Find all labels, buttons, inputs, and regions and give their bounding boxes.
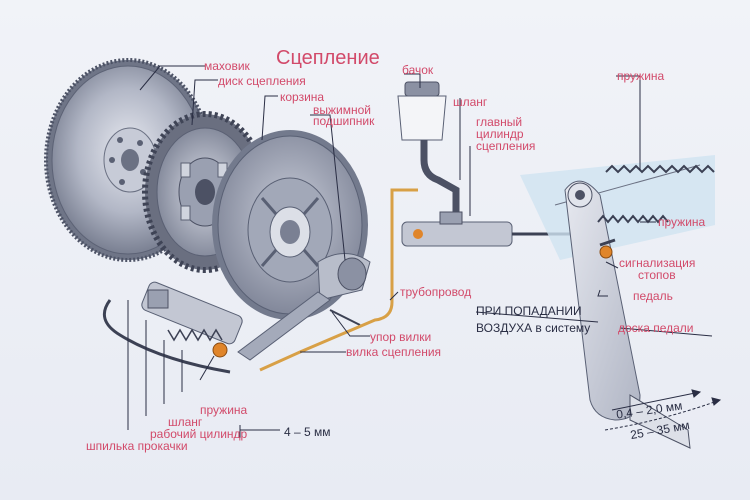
- label-pipeline: трубопровод: [400, 285, 472, 299]
- master-cylinder-part: [401, 211, 580, 247]
- label-spring-mid: пружина: [658, 215, 706, 229]
- label-fork: вилка сцепления: [346, 345, 442, 359]
- upper-spring: [605, 164, 715, 174]
- label-release-bearing-2: подшипник: [313, 114, 375, 128]
- leader-lines: [127, 65, 713, 430]
- label-hose-top: шланг: [453, 95, 488, 109]
- label-pedal-pad: доска педали: [618, 321, 694, 335]
- middle-spring: [597, 214, 669, 224]
- label-hose-low: шланг: [168, 415, 203, 429]
- label-signal-1: сигнализация: [619, 256, 696, 270]
- label-basket: корзина: [280, 90, 325, 104]
- label-master-cylinder-2: цилиндр: [476, 127, 524, 141]
- label-fork-stop: упор вилки: [370, 330, 432, 344]
- label-master-cylinder-3: сцепления: [476, 139, 536, 153]
- reservoir-part: [397, 81, 460, 216]
- diagram-title: Сцепление: [276, 47, 380, 69]
- label-air-2: ВОЗДУХА в систему: [476, 321, 591, 335]
- label-release-bearing-1: выжимной: [313, 103, 371, 117]
- label-pedal: педаль: [633, 289, 673, 303]
- label-air-1: ПРИ ПОПАДАНИИ: [476, 304, 582, 318]
- label-clutch-disc: диск сцепления: [218, 74, 306, 88]
- pedal-assembly-part: [520, 155, 715, 449]
- lower-hose: [102, 299, 231, 374]
- label-signal-2: стопов: [638, 268, 676, 282]
- label-slave-cylinder: рабочий цилиндр: [150, 427, 248, 441]
- label-master-cylinder-1: главный: [476, 115, 523, 129]
- label-bleed-pin: шпилька прокачки: [86, 439, 188, 453]
- label-gap-fork: 4 – 5 мм: [284, 425, 331, 439]
- pipeline: [259, 188, 418, 372]
- dimension-marks: [239, 389, 722, 438]
- label-spring-top: пружина: [617, 69, 665, 83]
- slave-cylinder-part: [141, 281, 243, 358]
- label-reservoir: бачок: [402, 63, 434, 77]
- label-spring-low: пружина: [200, 403, 248, 417]
- label-flywheel: маховик: [204, 59, 250, 73]
- release-fork-part: [237, 253, 371, 361]
